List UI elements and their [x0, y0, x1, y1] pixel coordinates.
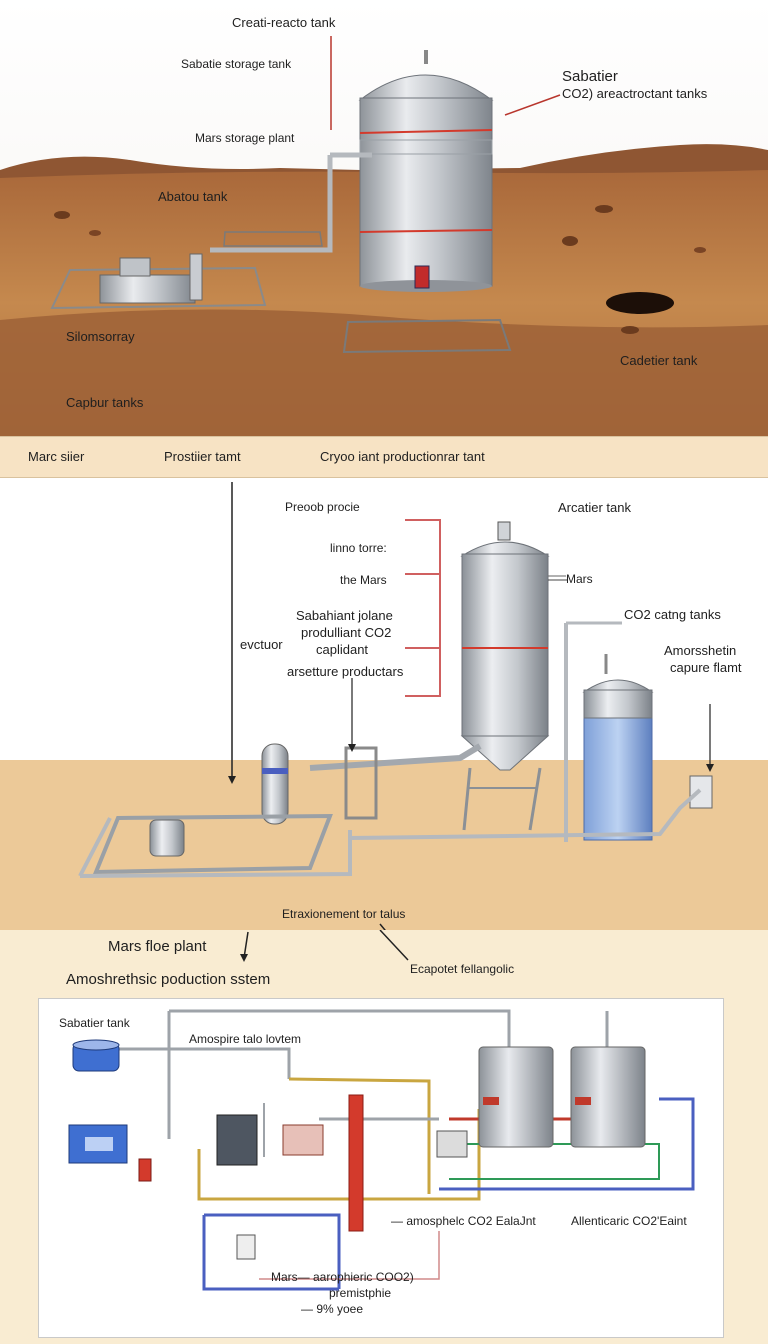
label-mars-floe-plant: Mars floe plant — [108, 938, 207, 955]
bottom-panel-schematic: Mars floe plant Amoshrethsic poduction s… — [0, 930, 768, 1344]
tall-reactor-tank — [460, 521, 550, 831]
pipe-frame-left — [93, 813, 333, 875]
label-mars-storage-plant: Mars storage plant — [195, 131, 295, 145]
label-produlliant-co2: produlliant CO2 — [301, 625, 392, 640]
top-panel-mars-surface-scene: Creati-reacto tank Sabatie storage tank … — [0, 0, 768, 436]
pipe-to-tank — [210, 155, 333, 253]
label-yoee: — 9% yoee — [301, 1302, 364, 1316]
label-co2-catng-tanks: CO2 catng tanks — [624, 607, 721, 622]
caption-strip: Marc siier Prostiier tamt Cryoo iant pro… — [0, 436, 768, 478]
equipment-module — [50, 253, 267, 310]
label-caplidant: caplidant — [316, 642, 369, 657]
process-schematic — [68, 1009, 695, 1291]
pipe-blue — [204, 1213, 341, 1289]
pipe-long-right — [349, 788, 702, 840]
label-amoshrethsic: Amoshrethsic poduction sstem — [66, 971, 271, 988]
label-premistphie: premistphie — [329, 1286, 392, 1300]
label-co2-reactant-tanks: CO2) areactroctant tanks — [562, 86, 708, 101]
label-capbur-tanks: Capbur tanks — [66, 395, 144, 410]
label-mars-right: Mars — [566, 572, 593, 586]
strip-label-prostiier-tamt: Prostiier tamt — [164, 449, 241, 464]
label-the-mars: the Mars — [340, 573, 387, 587]
label-sabahiant-jolane: Sabahiant jolane — [296, 608, 393, 623]
label-allenticaric-co2: Allenticaric CO2'Eaint — [571, 1214, 687, 1228]
arrow-line-2 — [504, 94, 561, 116]
main-storage-tank — [358, 50, 494, 292]
label-mars-aarophieric: Mars— aarophieric COO2) — [271, 1270, 414, 1284]
label-sabatier-tank: Sabatier tank — [59, 1016, 130, 1030]
label-ecapotet: Ecapotet fellangolic — [410, 962, 515, 976]
label-sabatier: Sabatier — [562, 68, 618, 85]
label-amorsshetin: Amorsshetin — [664, 643, 737, 658]
label-silomsorray: Silomsorray — [66, 329, 135, 344]
label-capure-flamt: capure flamt — [670, 660, 742, 675]
crater-pit — [606, 292, 674, 314]
heat-exchanger — [216, 1114, 258, 1166]
production-plant-illustration — [0, 478, 768, 930]
blue-liquid-tank — [582, 654, 654, 841]
bracket-red — [405, 519, 441, 697]
strip-label-cryoo-iant: Cryoo iant productionrar tant — [320, 449, 485, 464]
label-etraxionement: Etraxionement tor talus — [282, 907, 406, 921]
mars-surface-illustration — [0, 0, 768, 436]
middle-panel-production-plant: Preoob procie linno torre: the Mars Saba… — [0, 478, 768, 930]
schematic-tank-2 — [570, 1046, 646, 1148]
sand-ground — [0, 760, 768, 930]
label-sabatie-storage-tank: Sabatie storage tank — [181, 57, 292, 71]
label-amospire-talo-lovtem: Amospire talo lovtem — [189, 1032, 302, 1046]
sabatier-tank-icon — [72, 1039, 120, 1072]
strip-label-marc-siier: Marc siier — [28, 449, 85, 464]
label-linno-torre: linno torre: — [330, 541, 387, 555]
label-amosphelc-co2: — amosphelc CO2 EalaJnt — [391, 1214, 536, 1228]
label-preoob-procie: Preoob procie — [285, 500, 360, 514]
pipe-yellow — [288, 1077, 431, 1194]
label-arcatier-tank: Arcatier tank — [558, 500, 631, 515]
small-gas-cylinder — [261, 743, 289, 825]
schematic-diagram-box: Sabatier tank Amospire talo lovtem — amo… — [38, 998, 724, 1338]
label-cadetier-tank: Cadetier tank — [620, 353, 698, 368]
label-evctuor: evctuor — [240, 637, 283, 652]
label-creati-reacto-tank: Creati-reacto tank — [232, 15, 336, 30]
label-abatou-tank: Abatou tank — [158, 189, 228, 204]
label-arsature-productars: arsetture productars — [287, 664, 404, 679]
solar-grid-frame — [342, 318, 512, 354]
bottom-header-arrows — [240, 930, 409, 962]
red-reactor-column — [348, 1094, 364, 1232]
capture-unit — [689, 775, 713, 809]
schematic-tank-1 — [478, 1046, 554, 1148]
